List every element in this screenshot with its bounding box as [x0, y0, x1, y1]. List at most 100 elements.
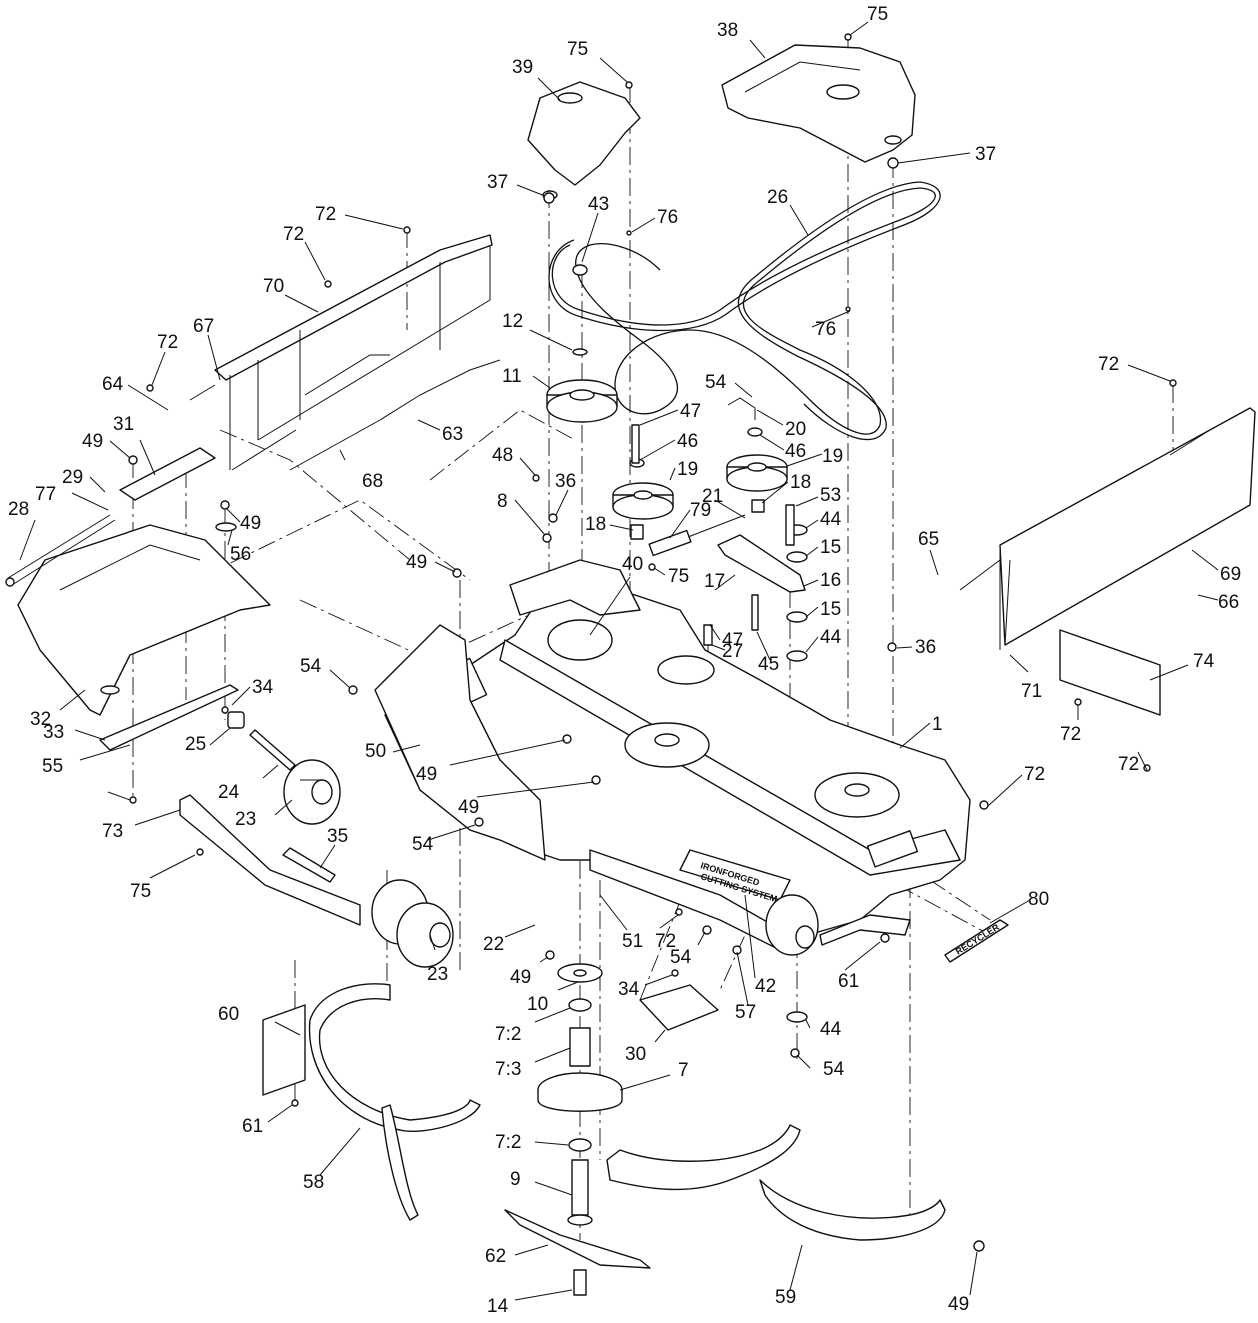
callout-79: 79 [690, 500, 711, 521]
callout-45: 45 [758, 654, 779, 675]
callout-36: 36 [555, 471, 576, 492]
callout-16: 16 [820, 570, 841, 591]
callout-22: 22 [483, 934, 504, 955]
callout-15: 15 [820, 599, 841, 620]
callout-63: 63 [442, 424, 463, 445]
callout-70: 70 [263, 276, 284, 297]
callout-20: 20 [785, 419, 806, 440]
callout-43: 43 [588, 194, 609, 215]
callout-65: 65 [918, 529, 939, 550]
callout-64: 64 [102, 374, 124, 395]
callout-75: 75 [567, 39, 588, 60]
callout-72: 72 [283, 224, 304, 245]
callout-23: 23 [427, 964, 448, 985]
callout-26: 26 [767, 187, 788, 208]
callout-54: 54 [823, 1059, 845, 1080]
callout-23: 23 [235, 809, 256, 830]
callout-34: 34 [618, 979, 640, 1000]
callout-57: 57 [735, 1002, 756, 1023]
callout-19: 19 [677, 459, 698, 480]
callout-54: 54 [300, 656, 322, 677]
callout-67: 67 [193, 316, 214, 337]
spindle-assembly [504, 963, 719, 1296]
callout-1: 1 [932, 714, 943, 735]
recycler-decal: RECYCLER [954, 922, 1002, 957]
hardware [128, 33, 1177, 1252]
callout-33: 33 [43, 722, 64, 743]
callout-54: 54 [705, 372, 727, 393]
callout-76: 76 [657, 207, 678, 228]
callout-72: 72 [1060, 724, 1081, 745]
callout-44: 44 [820, 627, 842, 648]
callout-31: 31 [113, 414, 134, 435]
rear-handle-assembly [189, 234, 501, 471]
callout-49: 49 [240, 513, 261, 534]
callout-72: 72 [1024, 764, 1045, 785]
callout-47: 47 [722, 630, 743, 651]
callout-14: 14 [487, 1296, 509, 1317]
callout-7: 7 [678, 1060, 689, 1081]
callout-39: 39 [512, 57, 533, 78]
callout-56: 56 [230, 544, 251, 565]
callout-18: 18 [585, 514, 606, 535]
callout-53: 53 [820, 485, 841, 506]
callout-61: 61 [838, 971, 859, 992]
callout-68: 68 [362, 471, 383, 492]
callout-72: 72 [1098, 354, 1119, 375]
callout-29: 29 [62, 467, 83, 488]
callout-38: 38 [717, 20, 738, 41]
callout-59: 59 [775, 1287, 796, 1308]
callout-55: 55 [42, 756, 63, 777]
callout-10: 10 [527, 994, 548, 1015]
callout-74: 74 [1193, 651, 1215, 672]
callout-7:2: 7:2 [495, 1132, 521, 1153]
callout-49: 49 [82, 431, 103, 452]
drive-belt [548, 181, 941, 441]
callout-32: 32 [30, 709, 51, 730]
callout-58: 58 [303, 1172, 324, 1193]
discharge-deflector [5, 447, 271, 751]
callout-72: 72 [157, 332, 178, 353]
callout-19: 19 [822, 446, 843, 467]
callout-71: 71 [1021, 681, 1042, 702]
callout-40: 40 [622, 554, 643, 575]
callout-77: 77 [35, 484, 56, 505]
callout-50: 50 [365, 741, 386, 762]
callout-54: 54 [670, 947, 692, 968]
callout-75: 75 [130, 881, 151, 902]
side-plates: RECYCLER [944, 629, 1161, 963]
callout-37: 37 [975, 144, 996, 165]
leader-lines [19, 21, 1219, 1301]
callout-35: 35 [327, 826, 348, 847]
callout-28: 28 [8, 499, 29, 520]
callout-62: 62 [485, 1246, 506, 1267]
callout-54: 54 [412, 834, 434, 855]
callout-8: 8 [497, 491, 508, 512]
callout-46: 46 [785, 441, 806, 462]
callout-11: 11 [502, 366, 522, 387]
callout-49: 49 [510, 967, 531, 988]
callout-46: 46 [677, 431, 698, 452]
callout-73: 73 [102, 821, 123, 842]
baffles [262, 983, 946, 1241]
callout-24: 24 [218, 782, 240, 803]
callout-44: 44 [820, 509, 842, 530]
callout-61: 61 [242, 1116, 263, 1137]
callout-7:2: 7:2 [495, 1024, 521, 1045]
callout-48: 48 [492, 445, 513, 466]
callout-17: 17 [704, 571, 725, 592]
gauge-wheels [179, 711, 911, 968]
callout-25: 25 [185, 734, 206, 755]
callout-27: 27 [722, 641, 743, 662]
callout-7:3: 7:3 [495, 1059, 521, 1080]
pulleys [215, 264, 808, 1023]
callout-labels: 75 38 75 39 37 37 43 76 26 72 72 70 76 1… [8, 4, 1241, 1317]
mower-deck: IRONFORGED CUTTING SYSTEM [374, 559, 971, 951]
callout-75: 75 [867, 4, 888, 25]
callout-51: 51 [622, 931, 643, 952]
callout-36: 36 [915, 637, 936, 658]
callout-69: 69 [1220, 564, 1241, 585]
callout-21: 21 [702, 486, 723, 507]
